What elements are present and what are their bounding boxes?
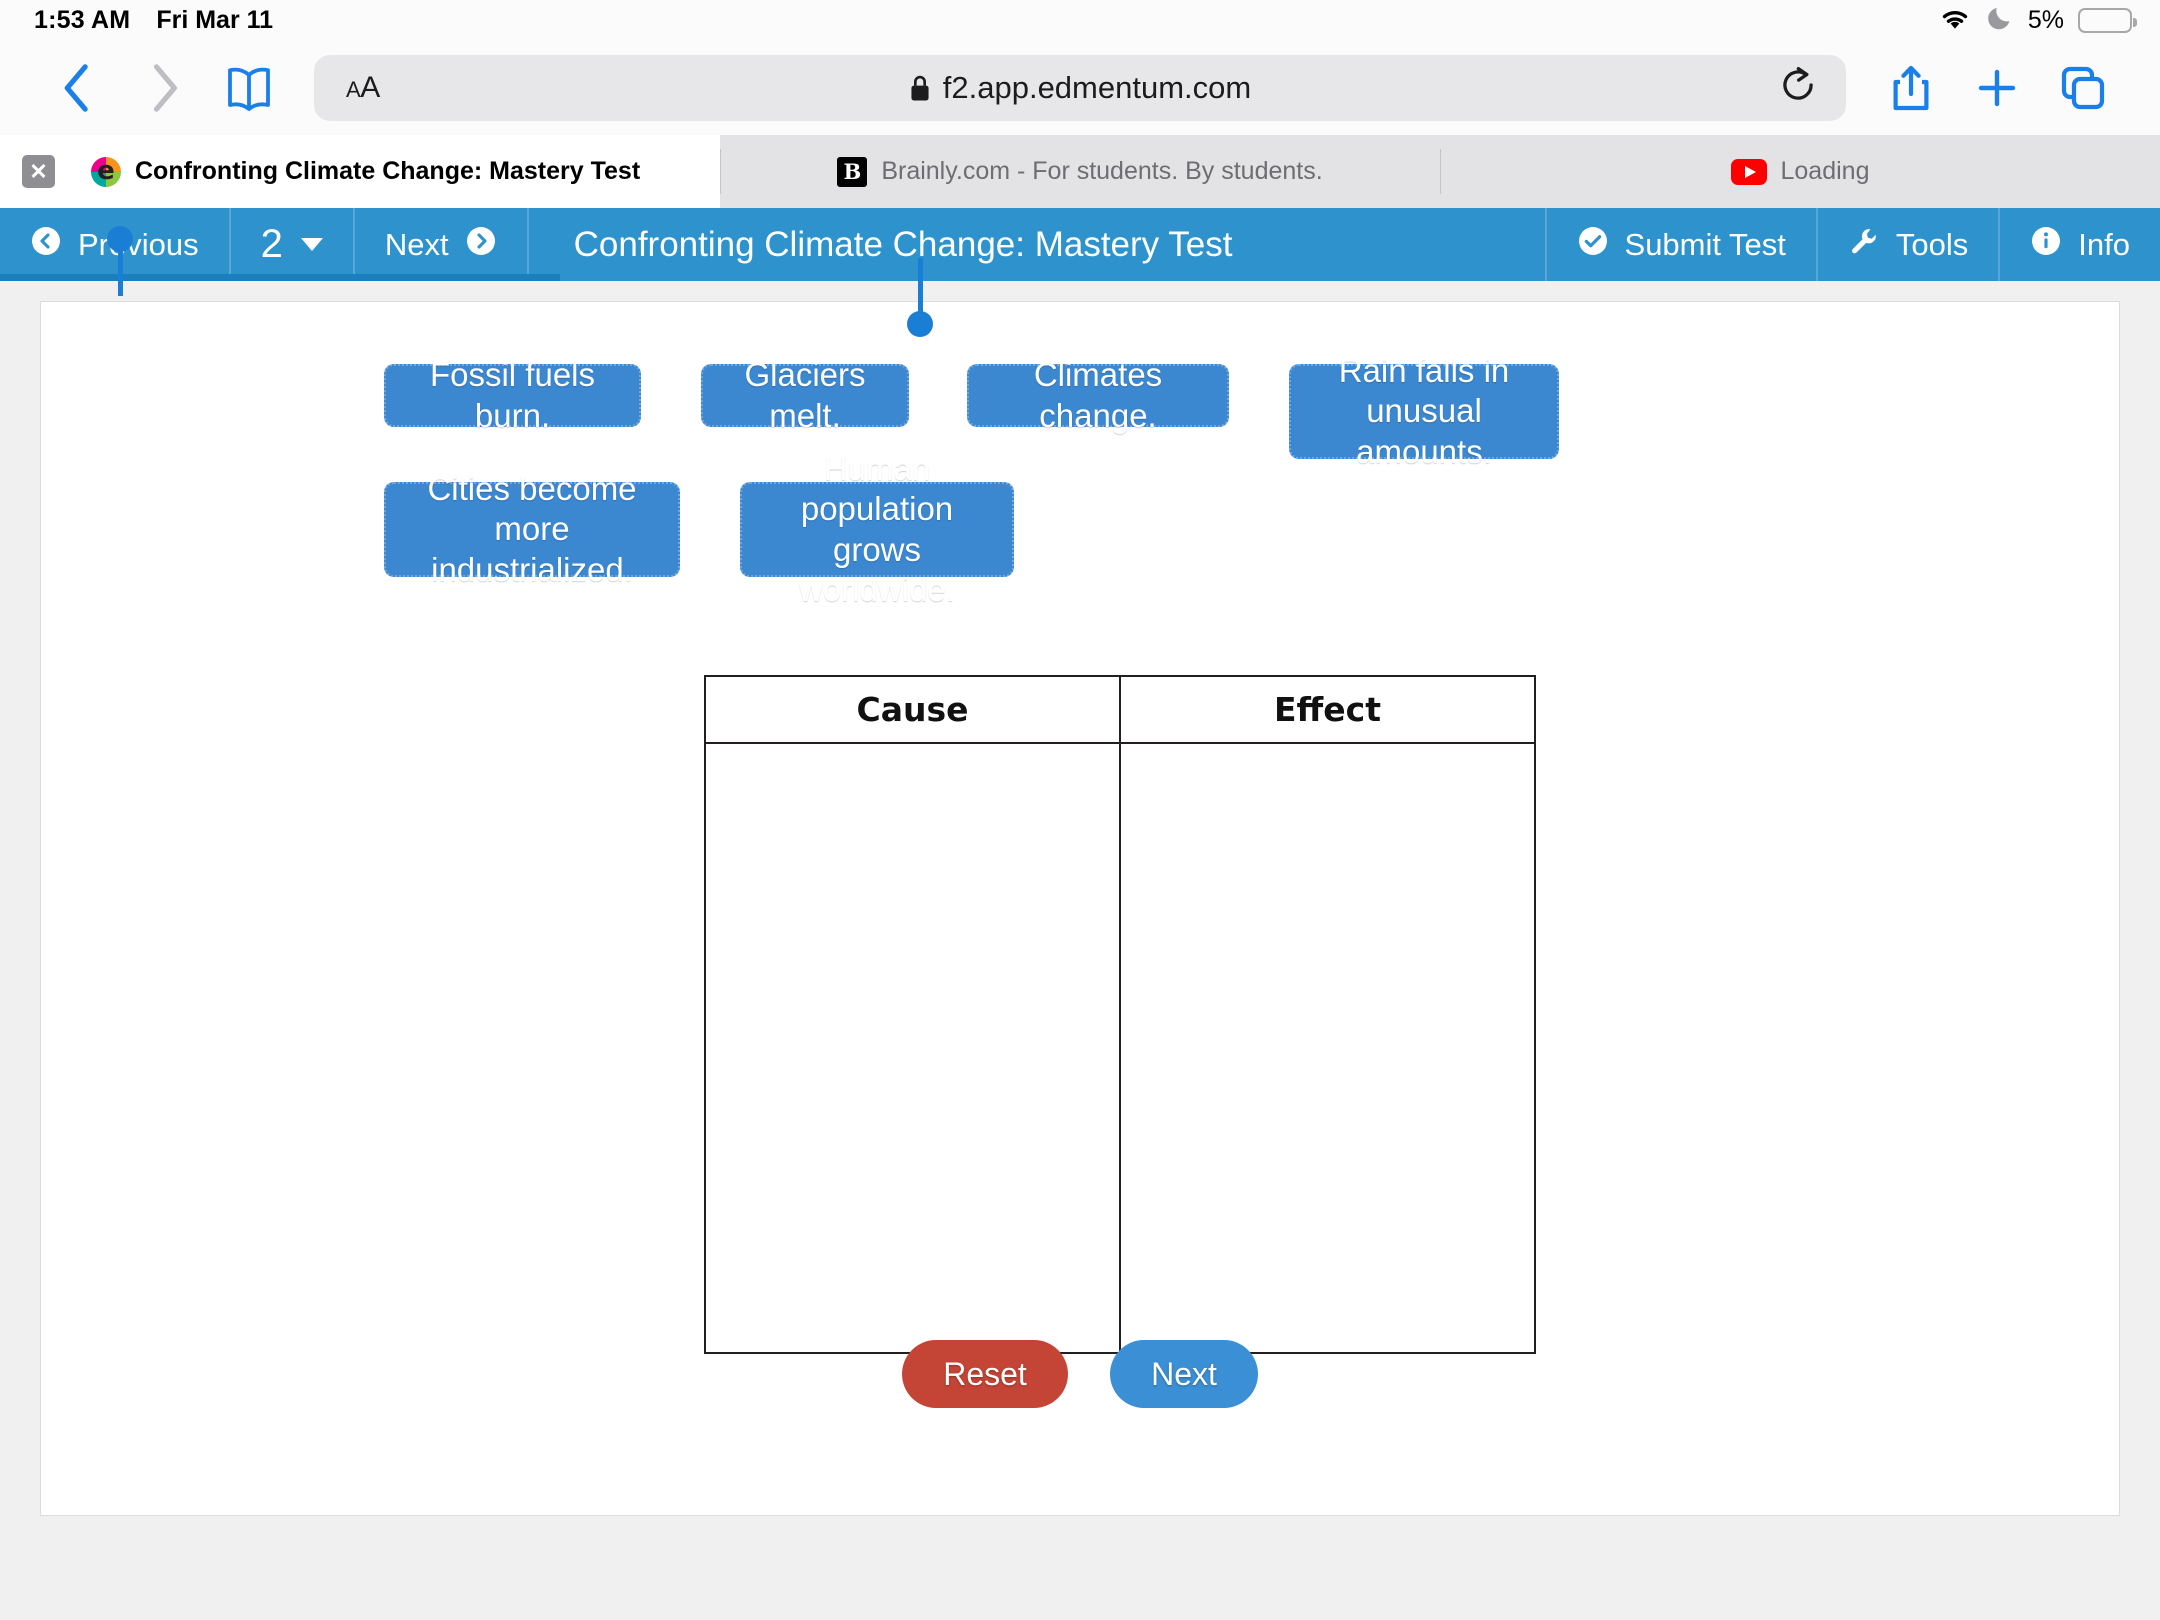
- chevron-down-icon: [300, 238, 323, 251]
- info-label: Info: [2078, 226, 2130, 262]
- tabs-overview-button[interactable]: [2040, 53, 2126, 123]
- brainly-icon: B: [837, 156, 868, 187]
- url-text: f2.app.edmentum.com: [942, 69, 1252, 105]
- draggable-tile[interactable]: Rain falls in unusual amounts.: [1289, 352, 1559, 470]
- drop-zone-cause[interactable]: [704, 742, 1121, 1354]
- browser-tab-active[interactable]: ✕ Confronting Climate Change: Mastery Te…: [0, 135, 720, 208]
- tab-title: Loading: [1780, 157, 1870, 185]
- battery-percent: 5%: [2027, 5, 2064, 34]
- page-number-dropdown[interactable]: 2: [231, 208, 355, 281]
- tools-button[interactable]: Tools: [1815, 208, 1998, 281]
- previous-button[interactable]: Previous: [0, 208, 231, 281]
- page-number: 2: [260, 222, 283, 266]
- tile-row-1: Fossil fuels burn. Glaciers melt. Climat…: [41, 302, 2119, 470]
- browser-tab-youtube[interactable]: Loading: [1440, 135, 2160, 208]
- previous-label: Previous: [78, 226, 199, 262]
- forward-button[interactable]: [120, 53, 206, 123]
- draggable-tile[interactable]: Climates change.: [967, 356, 1229, 434]
- action-buttons: Reset Next: [41, 1340, 2119, 1408]
- question-card: Fossil fuels burn. Glaciers melt. Climat…: [40, 301, 2120, 1516]
- info-circle-icon: [2030, 225, 2062, 265]
- page-body: Fossil fuels burn. Glaciers melt. Climat…: [0, 281, 2160, 1620]
- next-button-bottom[interactable]: Next: [1110, 1340, 1258, 1408]
- table-row: [704, 742, 1536, 1354]
- arrow-left-circle-icon: [30, 225, 62, 265]
- check-circle-icon: [1577, 225, 1609, 265]
- next-label: Next: [384, 226, 449, 262]
- tab-title: Brainly.com - For students. By students.: [881, 157, 1323, 185]
- arrow-right-circle-icon: [465, 225, 497, 265]
- drop-zone-effect[interactable]: [1119, 742, 1536, 1354]
- wifi-icon: [1938, 4, 1972, 37]
- new-tab-button[interactable]: [1954, 53, 2040, 123]
- browser-toolbar: AA f2.app.edmentum.com: [0, 40, 2160, 135]
- back-button[interactable]: [34, 53, 120, 123]
- wrench-icon: [1848, 225, 1880, 265]
- url-bar[interactable]: AA f2.app.edmentum.com: [314, 54, 1846, 121]
- draggable-tile[interactable]: Glaciers melt.: [701, 356, 909, 434]
- tools-label: Tools: [1895, 226, 1969, 262]
- browser-tab-brainly[interactable]: B Brainly.com - For students. By student…: [720, 135, 1440, 208]
- url-display: f2.app.edmentum.com: [314, 70, 1846, 106]
- tile-row-2: Cities become more industrialized. Human…: [41, 450, 2119, 608]
- crescent-moon-icon: [1986, 3, 2014, 38]
- youtube-icon: [1730, 158, 1767, 185]
- page-title: Confronting Climate Change: Mastery Test: [573, 224, 1233, 264]
- submit-test-label: Submit Test: [1624, 226, 1786, 262]
- draggable-tile[interactable]: Cities become more industrialized.: [384, 470, 680, 588]
- column-header-effect: Effect: [1119, 675, 1536, 744]
- lock-icon: [911, 75, 929, 100]
- share-button[interactable]: [1868, 53, 1954, 123]
- next-button[interactable]: Next: [355, 208, 529, 281]
- edmentum-icon: [91, 156, 121, 187]
- tab-close-icon[interactable]: ✕: [22, 155, 55, 188]
- info-button[interactable]: Info: [1998, 208, 2160, 281]
- tab-title: Confronting Climate Change: Mastery Test: [135, 157, 641, 185]
- draggable-tile[interactable]: Fossil fuels burn.: [384, 356, 641, 434]
- status-bar: 1:53 AM Fri Mar 11 5%: [0, 0, 2160, 40]
- draggable-tile[interactable]: Human population grows worldwide.: [740, 450, 1014, 608]
- submit-test-button[interactable]: Submit Test: [1544, 208, 1816, 281]
- column-header-cause: Cause: [704, 675, 1121, 744]
- battery-icon: [2078, 7, 2137, 33]
- bookmarks-button[interactable]: [206, 53, 292, 123]
- table-header-row: Cause Effect: [704, 675, 1536, 744]
- test-navigation-bar: Previous 2 Next Confronting Climate Chan…: [0, 208, 2160, 281]
- cause-effect-table: Cause Effect: [704, 675, 1536, 1354]
- reload-button[interactable]: [1780, 66, 1846, 109]
- text-size-button[interactable]: AA: [346, 70, 380, 104]
- status-bar-date: Fri Mar 11: [156, 5, 274, 34]
- tab-bar: ✕ Confronting Climate Change: Mastery Te…: [0, 135, 2160, 208]
- reset-button[interactable]: Reset: [902, 1340, 1068, 1408]
- status-bar-time: 1:53 AM: [34, 5, 131, 34]
- progress-indicator: [0, 274, 560, 281]
